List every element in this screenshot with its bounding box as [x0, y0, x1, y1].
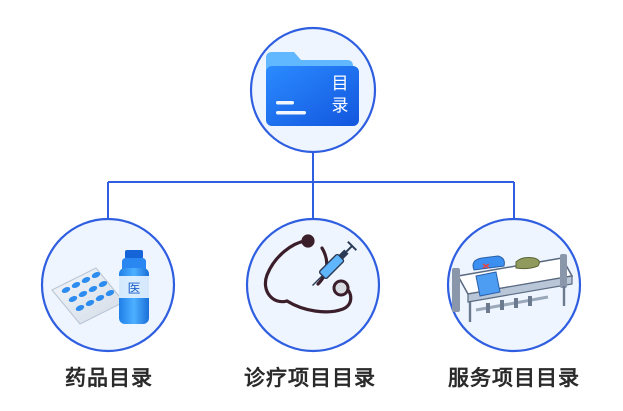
folder-icon [266, 52, 359, 126]
bottle-label-text: 医 [127, 282, 140, 297]
syringe-icon [311, 240, 358, 287]
folder-text-2: 录 [332, 96, 349, 116]
label-diagnosis-catalog: 诊疗项目目录 [244, 366, 376, 390]
root-node: 目 录 [249, 26, 377, 154]
folder-text-1: 目 [332, 74, 349, 94]
node-drug-catalog: 医 [40, 217, 176, 353]
connector-lines [107, 152, 515, 218]
pill-blister-icon [51, 267, 125, 325]
node-diagnosis-catalog [245, 217, 381, 353]
node-service-catalog [446, 217, 582, 353]
label-service-catalog: 服务项目目录 [448, 366, 580, 390]
medicine-bottle-icon [119, 250, 149, 324]
label-drug-catalog: 药品目录 [65, 366, 153, 390]
hospital-bed-icon [452, 254, 574, 322]
